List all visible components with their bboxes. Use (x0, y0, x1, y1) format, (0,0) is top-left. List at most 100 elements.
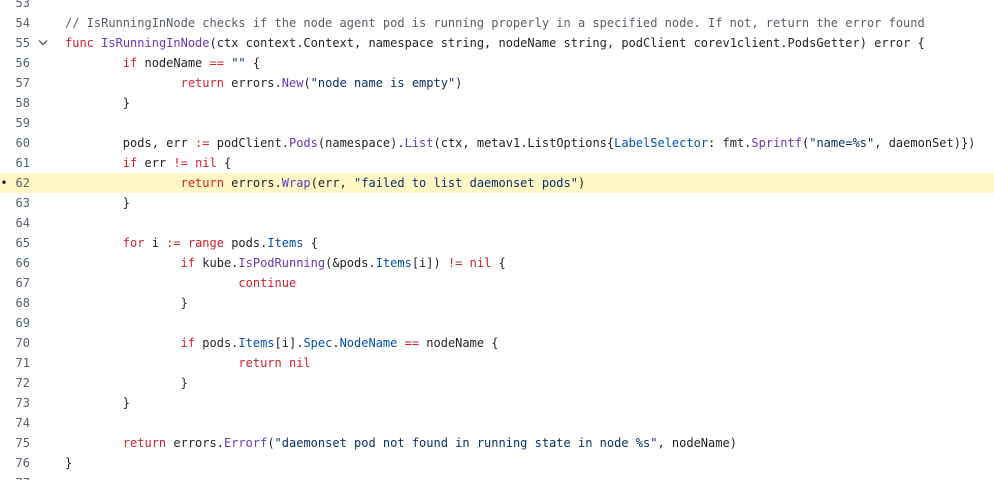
code-token: nil (469, 256, 492, 270)
code-token (397, 336, 404, 350)
code-token: == (209, 56, 224, 70)
code-token: func (65, 36, 94, 50)
code-token: "" (231, 56, 246, 70)
code-token: != (447, 256, 463, 270)
line-number[interactable]: 68 (15, 296, 30, 310)
line-number[interactable]: 56 (15, 56, 30, 70)
line-code: pods, err := podClient.Pods(namespace).L… (65, 133, 976, 153)
code-token: Sprintf (751, 136, 802, 150)
code-token: pods, err (65, 136, 196, 150)
breakpoint-dot-icon[interactable]: • (0, 176, 8, 190)
code-token: ( (801, 136, 810, 150)
line-number[interactable]: 62 (15, 176, 30, 190)
code-token: , nodeName) (657, 436, 737, 450)
line-number[interactable]: 53 (15, 0, 30, 10)
code-token: range (187, 236, 224, 250)
code-token (65, 156, 123, 170)
code-token (65, 56, 123, 70)
code-line: 58 } (0, 93, 994, 113)
line-number[interactable]: 67 (15, 276, 30, 290)
line-number[interactable]: 75 (15, 436, 30, 450)
code-line: 72 } (0, 373, 994, 393)
code-line: 74 (0, 413, 994, 433)
code-line: 68 } (0, 293, 994, 313)
code-token: { (245, 56, 261, 70)
chevron-down-icon[interactable] (37, 33, 49, 53)
code-token: List (404, 136, 434, 150)
code-token (188, 156, 195, 170)
code-token: return (180, 76, 224, 90)
code-token (65, 256, 181, 270)
code-token: (&pods. (325, 256, 376, 270)
line-number[interactable]: 57 (15, 76, 30, 90)
code-token: { (303, 236, 318, 250)
line-number[interactable]: 73 (15, 396, 30, 410)
code-token: . (332, 336, 340, 350)
code-token: := (166, 236, 181, 250)
line-number[interactable]: 71 (15, 356, 30, 370)
line-number[interactable]: 61 (15, 156, 30, 170)
code-token (282, 356, 289, 370)
code-token: IsPodRunning (238, 256, 326, 270)
code-token: (namespace). (317, 136, 405, 150)
line-number[interactable]: 77 (6, 473, 30, 480)
code-line: 71 return nil (0, 353, 994, 373)
code-token: { (491, 256, 506, 270)
line-number[interactable]: 63 (15, 196, 30, 210)
line-number[interactable]: 66 (15, 256, 30, 270)
code-token: } (65, 376, 188, 390)
code-token: } (65, 396, 131, 410)
line-number[interactable]: 59 (15, 116, 30, 130)
line-code: if err != nil { (65, 153, 231, 173)
code-token: ) (455, 76, 463, 90)
code-token: , daemonSet)}) (874, 136, 976, 150)
line-number[interactable]: 60 (15, 136, 30, 150)
code-token: for (122, 236, 145, 250)
code-token: nil (195, 156, 217, 170)
code-token: nodeName (137, 56, 210, 70)
code-token: ( (303, 76, 311, 90)
code-line: 69 (0, 313, 994, 333)
code-token: [i]) (411, 256, 448, 270)
code-token: Errorf (223, 436, 268, 450)
line-code: continue (65, 273, 296, 293)
code-token: errors. (223, 176, 282, 190)
line-number[interactable]: 65 (15, 236, 30, 250)
line-code: } (65, 293, 188, 313)
line-number[interactable]: 64 (15, 216, 30, 230)
line-code: } (65, 453, 72, 473)
code-token: == (404, 336, 420, 350)
code-token: continue (238, 276, 297, 290)
line-number[interactable]: 54 (15, 16, 30, 30)
code-token: nodeName { (419, 336, 499, 350)
code-token: if (180, 336, 196, 350)
code-line: 75 return errors.Errorf("daemonset pod n… (0, 433, 994, 453)
code-line: 59 (0, 113, 994, 133)
code-line: 77 (0, 473, 994, 480)
line-code: return nil (65, 353, 310, 373)
line-number[interactable]: 76 (15, 456, 30, 470)
line-number[interactable]: 58 (15, 96, 30, 110)
line-code: if kube.IsPodRunning(&pods.Items[i]) != … (65, 253, 506, 273)
code-token: pods. (223, 236, 268, 250)
code-token: [i]. (274, 336, 304, 350)
line-number[interactable]: 69 (15, 316, 30, 330)
code-token: New (281, 76, 304, 90)
code-line: •62 return errors.Wrap(err, "failed to l… (0, 173, 994, 193)
line-number[interactable]: 72 (15, 376, 30, 390)
code-token: return (122, 436, 167, 450)
code-token: pods. (195, 336, 239, 350)
code-token (65, 276, 238, 290)
code-token: "node name is empty" (310, 76, 456, 90)
code-token: { (216, 156, 232, 170)
line-code: // IsRunningInNode checks if the node ag… (65, 13, 925, 33)
line-number[interactable]: 74 (15, 416, 30, 430)
line-code: } (65, 393, 130, 413)
code-token: if (122, 156, 138, 170)
line-number[interactable]: 55 (15, 36, 30, 50)
code-token: if (122, 56, 138, 70)
code-line: 57 return errors.New("node name is empty… (0, 73, 994, 93)
line-code: return errors.Errorf("daemonset pod not … (65, 433, 737, 453)
line-number[interactable]: 70 (15, 336, 30, 350)
